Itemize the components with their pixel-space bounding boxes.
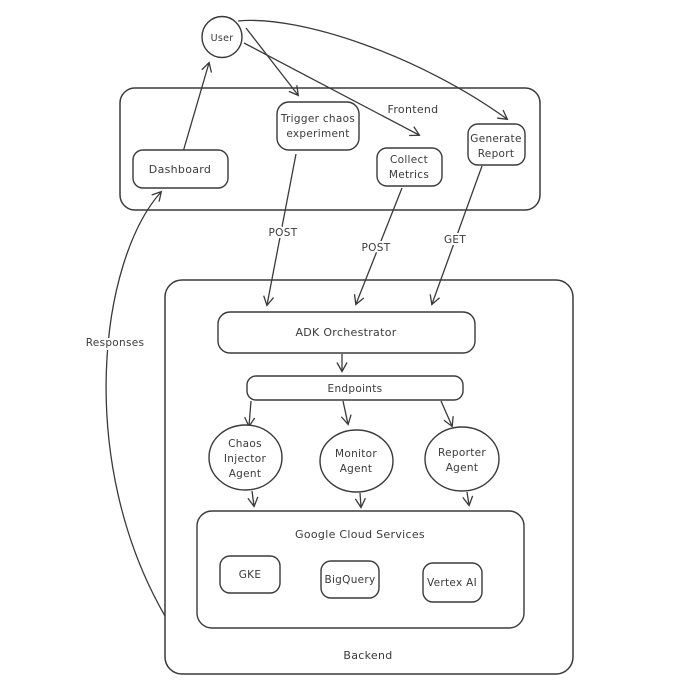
arrow-reporter-agent-to-gcs: [462, 491, 474, 507]
vertex-ai-label: Vertex AI: [427, 577, 477, 589]
google-cloud-services-title: Google Cloud Services: [295, 528, 425, 541]
arrow-endpoints-to-reporter-agent: [440, 400, 454, 428]
reporter-agent-node: Reporter Agent: [424, 426, 500, 492]
gke-label: GKE: [239, 569, 262, 581]
edges: [105, 19, 509, 617]
adk-orchestrator-label: ADK Orchestrator: [295, 326, 396, 339]
bigquery-box: [320, 560, 380, 599]
adk-orchestrator-node: ADK Orchestrator: [217, 311, 476, 354]
dashboard-node: Dashboard: [132, 149, 229, 189]
collect-metrics-label-line1: Collect: [390, 154, 428, 166]
arrow-endpoints-to-chaos-agent: [244, 400, 256, 428]
arrow-dashboard-to-user: [182, 61, 213, 153]
generate-report-label-line1: Generate: [470, 133, 521, 145]
collect-metrics-box: [376, 147, 443, 187]
edge-label-responses: Responses: [86, 337, 145, 349]
bigquery-node: BigQuery: [320, 560, 380, 599]
arrow-user-to-collect-metrics: [243, 42, 421, 137]
edge-label-get-report: GET: [444, 234, 466, 246]
monitor-agent-label-line2: Agent: [340, 463, 373, 475]
chaos-agent-label-line1: Chaos: [228, 438, 262, 450]
collect-metrics-node: Collect Metrics: [376, 147, 443, 187]
chaos-agent-label-line2: Injector: [224, 453, 267, 465]
google-cloud-services-container: Google Cloud Services GKE BigQuery Verte…: [196, 510, 525, 629]
monitor-agent-circle: [319, 429, 394, 493]
edge-label-post-trigger: POST: [269, 227, 298, 239]
arrow-monitor-agent-to-gcs: [354, 492, 366, 509]
chaos-agent-label-line3: Agent: [229, 468, 262, 480]
arrow-user-to-trigger-chaos: [245, 27, 300, 97]
user-node: User: [201, 15, 243, 59]
arrow-endpoints-to-monitor-agent: [340, 400, 352, 426]
chaos-injector-agent-circle: [208, 424, 283, 491]
chaos-injector-agent-node: Chaos Injector Agent: [208, 424, 283, 491]
trigger-chaos-node: Trigger chaos experiment: [276, 101, 360, 151]
generate-report-node: Generate Report: [467, 123, 526, 166]
vertex-ai-node: Vertex AI: [422, 562, 483, 603]
generate-report-box: [467, 123, 526, 166]
dashboard-box: [132, 149, 229, 189]
monitor-agent-node: Monitor Agent: [319, 429, 394, 493]
frontend-title: Frontend: [388, 103, 439, 116]
arrow-generate-to-orchestrator: [429, 165, 483, 306]
gke-box: [219, 555, 281, 594]
user-label: User: [211, 33, 234, 44]
arrow-trigger-to-orchestrator: [263, 153, 297, 307]
endpoints-label: Endpoints: [328, 383, 383, 395]
arrow-chaos-agent-to-gcs: [247, 490, 259, 508]
trigger-chaos-label-line2: experiment: [286, 128, 349, 140]
dashboard-label: Dashboard: [149, 163, 211, 176]
backend-box: [164, 279, 574, 675]
arrow-user-to-generate-report: [237, 19, 509, 121]
backend-title: Backend: [343, 649, 392, 662]
bigquery-label: BigQuery: [324, 574, 375, 586]
user-circle: [201, 15, 243, 59]
generate-report-label-line2: Report: [478, 148, 515, 160]
reporter-agent-label-line1: Reporter: [438, 447, 486, 459]
arrow-backend-to-dashboard-responses: [105, 190, 166, 617]
trigger-chaos-box: [276, 101, 360, 151]
arrow-collect-to-orchestrator: [353, 187, 403, 306]
endpoints-node: Endpoints: [246, 375, 464, 401]
edge-label-post-collect: POST: [362, 242, 391, 254]
reporter-agent-label-line2: Agent: [446, 462, 479, 474]
endpoints-box: [246, 375, 464, 401]
reporter-agent-circle: [424, 426, 500, 492]
gke-node: GKE: [219, 555, 281, 594]
backend-container: Backend: [164, 279, 574, 675]
collect-metrics-label-line2: Metrics: [389, 169, 429, 181]
adk-orchestrator-box: [217, 311, 476, 354]
trigger-chaos-label-line1: Trigger chaos: [280, 113, 355, 125]
vertex-ai-box: [422, 562, 483, 603]
monitor-agent-label-line1: Monitor: [335, 448, 377, 460]
